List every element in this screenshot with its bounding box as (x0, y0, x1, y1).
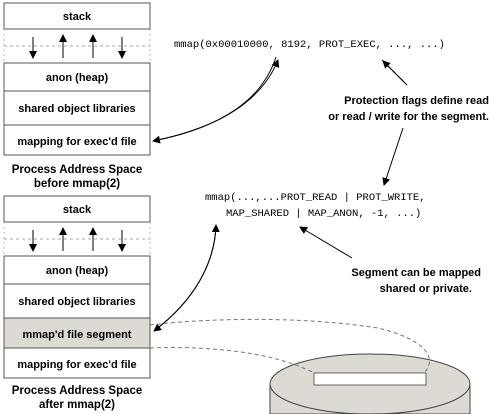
exec-label-before: mapping for exec'd file (17, 136, 136, 148)
libs-region-before (3, 90, 151, 126)
projection-line-bottom (149, 347, 315, 374)
caption-after-line1: Process Address Space (12, 385, 143, 397)
libs-region-after (3, 283, 151, 319)
mmap-call-anon-line2: MAP_SHARED | MAP_ANON, -1, ...) (226, 208, 421, 220)
arrow-protection-to-prot-exec (382, 60, 406, 84)
projection-line-top (149, 318, 430, 374)
segment-note-line1: Segment can be mapped (351, 267, 481, 279)
address-space-after: stack anon (heap) shared object librarie… (3, 195, 151, 411)
caption-after-line2: after mmap(2) (39, 399, 115, 411)
file-segment-on-disk (313, 372, 427, 386)
libs-label-before: shared object libraries (18, 103, 135, 115)
arrow-protection-to-prot-rw (382, 127, 404, 186)
mmap-segment-label: mmap'd file segment (23, 329, 132, 341)
arrow-call-to-mmap-segment (153, 224, 217, 332)
stack-region-after (3, 195, 151, 223)
stack-region-before (3, 2, 151, 30)
arrow-call-to-exec-mapping (152, 56, 277, 144)
stack-label-before: stack (63, 11, 92, 23)
mmap-call-exec: mmap(0x00010000, 8192, PROT_EXEC, ..., .… (174, 39, 445, 51)
heap-label-after: anon (heap) (46, 265, 109, 277)
mmap-segment-region (3, 317, 151, 349)
exec-region-before (3, 124, 151, 156)
stack-label-after: stack (63, 204, 92, 216)
caption-before-line1: Process Address Space (12, 164, 143, 176)
protection-note-line1: Protection flags define read (344, 95, 489, 107)
heap-region-after (3, 255, 151, 285)
heap-label-before: anon (heap) (46, 72, 109, 84)
mmap-call-anon-line1: mmap(...,...PROT_READ | PROT_WRITE, (205, 192, 426, 204)
arrow-mmap-segment-to-call (153, 224, 220, 332)
heap-region-before (3, 62, 151, 92)
address-space-before: stack anon (heap) shared object librarie… (3, 2, 151, 190)
growth-arrows-after (29, 227, 126, 252)
libs-label-after: shared object libraries (18, 296, 135, 308)
caption-before-line2: before mmap(2) (34, 178, 120, 190)
disk-file-icon (269, 353, 471, 414)
growth-arrows-before (29, 34, 126, 59)
exec-label-after: mapping for exec'd file (17, 359, 136, 371)
segment-note-line2: shared or private. (380, 283, 472, 295)
arrow-segment-note-to-map-shared (299, 226, 353, 259)
exec-region-after (3, 347, 151, 379)
arrow-exec-mapping-to-call (152, 59, 280, 142)
protection-note-line2: or read / write for the segment. (328, 111, 489, 123)
